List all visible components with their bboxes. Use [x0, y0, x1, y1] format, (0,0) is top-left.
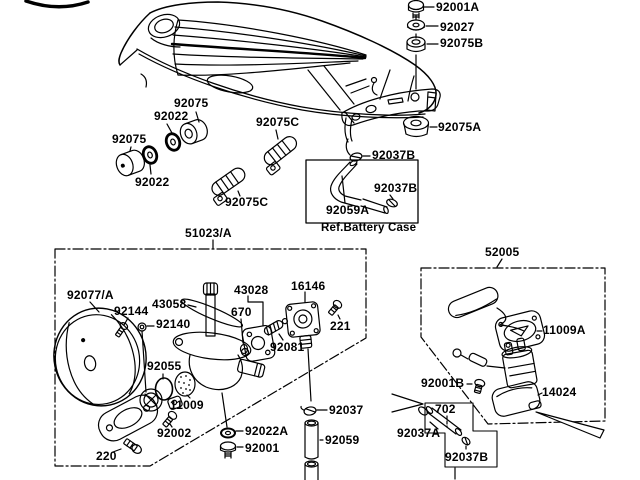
- dampers-art: [115, 111, 208, 177]
- part-label-92002: 92002: [157, 426, 192, 440]
- part-label-43058: 43058: [152, 297, 187, 311]
- part-label-92037b-top: 92037B: [372, 148, 416, 162]
- battery-case-caption: Ref.Battery Case: [321, 222, 417, 234]
- part-label-92027: 92027: [440, 20, 475, 34]
- battery-case-box-art: [305, 117, 419, 224]
- assembly-box-51023: [54, 248, 367, 467]
- part-label-92144: 92144: [114, 304, 149, 318]
- fuel-tap-art: [115, 282, 343, 459]
- part-label-92022a: 92022A: [245, 424, 289, 438]
- tubes-art: [300, 405, 328, 480]
- part-label-16146: 16146: [291, 279, 326, 293]
- part-label-92001a: 92001A: [436, 0, 480, 14]
- part-label-92140: 92140: [156, 317, 191, 331]
- assembly-box-52005: [420, 267, 606, 425]
- grommet-92075b-art: [406, 36, 426, 53]
- bolt-92001a-art: [407, 0, 425, 19]
- part-label-11009a: 11009A: [543, 323, 586, 337]
- part-label-92022-left: 92022: [135, 175, 170, 189]
- part-label-92059a: 92059A: [326, 203, 370, 217]
- part-label-92037: 92037: [329, 403, 364, 417]
- part-label-92001b: 92001B: [421, 376, 465, 390]
- part-label-92037b-box: 92037B: [374, 181, 418, 195]
- rear-bracket-art: [341, 0, 441, 138]
- washer-92027-art: [406, 19, 426, 31]
- hose-702-art: [418, 402, 498, 480]
- part-label-92037b-bottom: 92037B: [445, 450, 489, 464]
- part-label-92059: 92059: [325, 433, 360, 447]
- part-label-92075b: 92075B: [440, 36, 484, 50]
- part-label-670: 670: [231, 305, 252, 319]
- part-label-92075c-lower: 92075C: [225, 195, 269, 209]
- part-label-43028: 43028: [234, 283, 269, 297]
- clamp-brackets-art: [211, 129, 298, 206]
- part-label-92001: 92001: [245, 441, 280, 455]
- grommet-92075a-art: [402, 115, 430, 138]
- part-label-92075a: 92075A: [438, 120, 482, 134]
- assembly-label-51023a: 51023/A: [185, 226, 232, 240]
- part-label-92055: 92055: [147, 359, 182, 373]
- assembly-label-52005: 52005: [485, 245, 520, 259]
- fuel-tank-art: [118, 1, 437, 119]
- part-label-92037a: 92037A: [397, 426, 441, 440]
- part-label-92077a: 92077/A: [67, 288, 114, 302]
- part-label-11009: 11009: [170, 398, 204, 412]
- fuel-sender-art: [391, 286, 605, 439]
- part-label-92081: 92081: [270, 340, 305, 354]
- part-label-92075c-right: 92075C: [256, 115, 300, 129]
- part-label-92022-top: 92022: [154, 109, 189, 123]
- part-label-92075-top: 92075: [174, 96, 209, 110]
- part-label-702: 702: [435, 402, 456, 416]
- part-label-92075-left: 92075: [112, 132, 147, 146]
- part-label-14024: 14024: [542, 385, 577, 399]
- badge-arc: [24, 0, 90, 9]
- gauge-disc-art: [53, 301, 183, 454]
- part-label-221: 221: [330, 319, 351, 333]
- part-label-220: 220: [96, 449, 117, 463]
